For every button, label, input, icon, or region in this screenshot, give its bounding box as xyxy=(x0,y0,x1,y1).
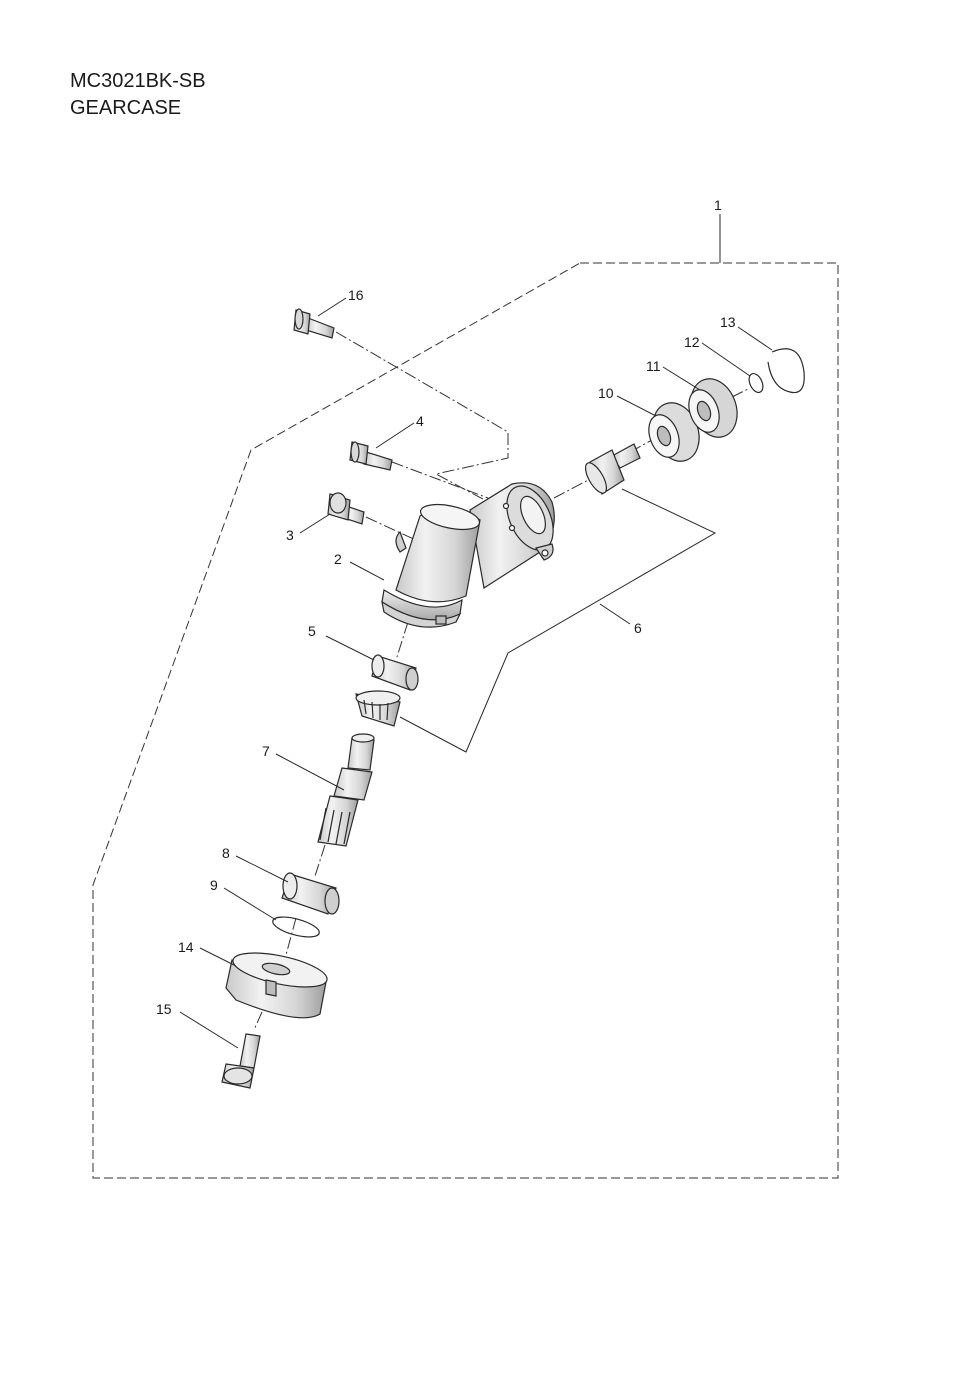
section-title: GEARCASE xyxy=(70,97,182,119)
bevel-pinion-upper xyxy=(584,443,641,495)
callout-labels: 1 16 13 12 11 10 4 3 2 6 5 7 8 9 14 15 xyxy=(156,197,736,1017)
callout-11: 11 xyxy=(646,358,661,374)
callout-1: 1 xyxy=(714,197,722,213)
callout-10: 10 xyxy=(598,385,614,401)
part-16-screw xyxy=(293,308,335,339)
leader-lines xyxy=(179,214,773,1049)
part-8-bearing xyxy=(281,872,340,915)
callout-8: 8 xyxy=(222,845,230,861)
bevel-gear-lower xyxy=(355,690,401,727)
part-9-circlip xyxy=(272,916,320,938)
callout-4: 4 xyxy=(416,413,424,429)
part-14-holder xyxy=(225,952,328,1019)
callout-13: 13 xyxy=(720,314,736,330)
callout-6: 6 xyxy=(634,620,642,636)
callout-2: 2 xyxy=(334,551,342,567)
part-12-retaining-ring xyxy=(748,372,764,394)
callout-7: 7 xyxy=(262,743,270,759)
part-13-circlip xyxy=(767,348,805,394)
model-number: MC3021BK-SB xyxy=(70,70,206,92)
assembly-boundary xyxy=(92,262,839,1179)
subassembly-6-boundary xyxy=(399,488,717,753)
part-5-bearing xyxy=(371,654,419,691)
callout-16: 16 xyxy=(348,287,364,303)
part-2-gearcase xyxy=(381,482,555,628)
part-11-bearing xyxy=(688,378,738,438)
callout-9: 9 xyxy=(210,877,218,893)
callout-3: 3 xyxy=(286,527,294,543)
part-15-bolt xyxy=(221,1033,261,1089)
callout-14: 14 xyxy=(178,939,194,955)
part-4-screw xyxy=(349,441,393,471)
callout-15: 15 xyxy=(156,1001,172,1017)
page-header: MC3021BK-SB GEARCASE xyxy=(70,68,206,122)
part-3-bolt xyxy=(327,492,365,525)
part-7-shaft xyxy=(317,733,375,847)
callout-5: 5 xyxy=(308,623,316,639)
callout-12: 12 xyxy=(684,334,700,350)
